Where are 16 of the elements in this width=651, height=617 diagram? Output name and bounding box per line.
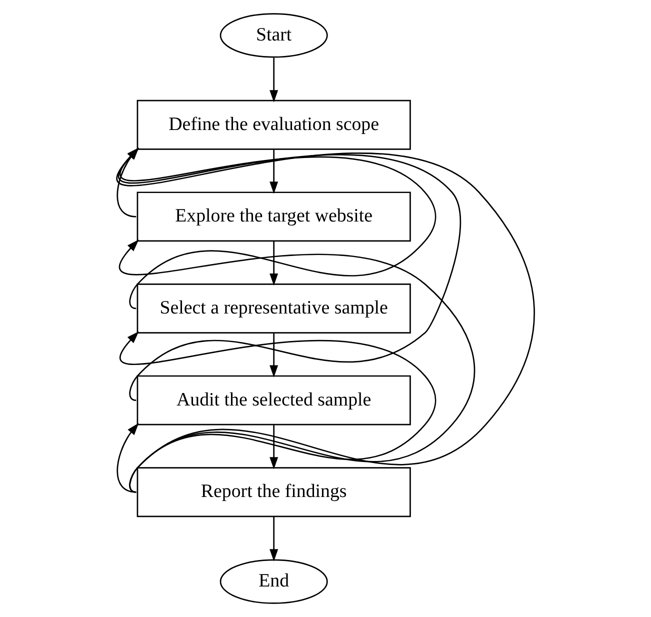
arrow (116, 423, 139, 493)
node-box: Select a representative sample (136, 284, 411, 334)
arrow (270, 333, 278, 378)
arrow (121, 331, 436, 493)
node-box: Report the findings (136, 467, 411, 518)
arrow (270, 516, 278, 562)
node-box: Audit the selected sample (136, 375, 411, 426)
arrow (120, 240, 475, 493)
arrow (270, 150, 278, 194)
node-box: Explore the target website (136, 192, 411, 242)
node-ellipse: Start (220, 13, 328, 58)
arrow (270, 425, 278, 470)
node-box: Define the evaluation scope (136, 100, 411, 150)
arrow (270, 58, 278, 102)
arrow (270, 241, 278, 286)
node-ellipse: End (220, 559, 328, 604)
